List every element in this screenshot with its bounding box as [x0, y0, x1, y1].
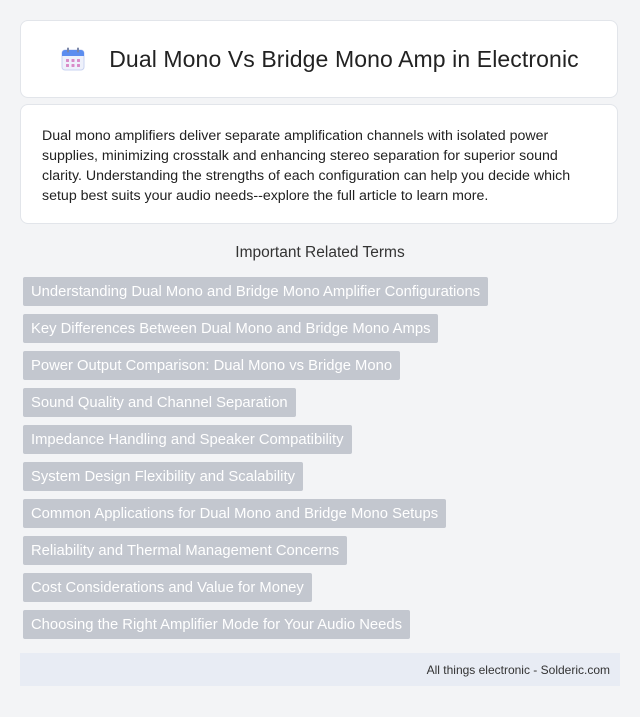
related-terms-list: Understanding Dual Mono and Bridge Mono … [23, 277, 623, 647]
calendar-icon [59, 45, 87, 73]
related-term-tag[interactable]: Common Applications for Dual Mono and Br… [23, 499, 447, 528]
summary-card: Dual mono amplifiers deliver separate am… [20, 104, 618, 224]
related-term-tag[interactable]: Power Output Comparison: Dual Mono vs Br… [23, 351, 401, 380]
title-card: Dual Mono Vs Bridge Mono Amp in Electron… [20, 20, 618, 98]
related-term-tag[interactable]: Understanding Dual Mono and Bridge Mono … [23, 277, 489, 306]
summary-text: Dual mono amplifiers deliver separate am… [42, 128, 571, 204]
related-term-tag[interactable]: System Design Flexibility and Scalabilit… [23, 462, 303, 491]
related-term-tag[interactable]: Reliability and Thermal Management Conce… [23, 536, 348, 565]
related-term-tag[interactable]: Choosing the Right Amplifier Mode for Yo… [23, 610, 410, 639]
footer: All things electronic - Solderic.com [20, 653, 620, 686]
page-title: Dual Mono Vs Bridge Mono Amp in Electron… [109, 45, 579, 72]
related-term-tag[interactable]: Sound Quality and Channel Separation [23, 388, 296, 417]
related-term-tag[interactable]: Cost Considerations and Value for Money [23, 573, 312, 602]
related-term-tag[interactable]: Impedance Handling and Speaker Compatibi… [23, 425, 352, 454]
related-term-tag[interactable]: Key Differences Between Dual Mono and Br… [23, 314, 439, 343]
footer-credit[interactable]: All things electronic - Solderic.com [426, 662, 610, 677]
related-terms-heading: Important Related Terms [235, 244, 405, 261]
